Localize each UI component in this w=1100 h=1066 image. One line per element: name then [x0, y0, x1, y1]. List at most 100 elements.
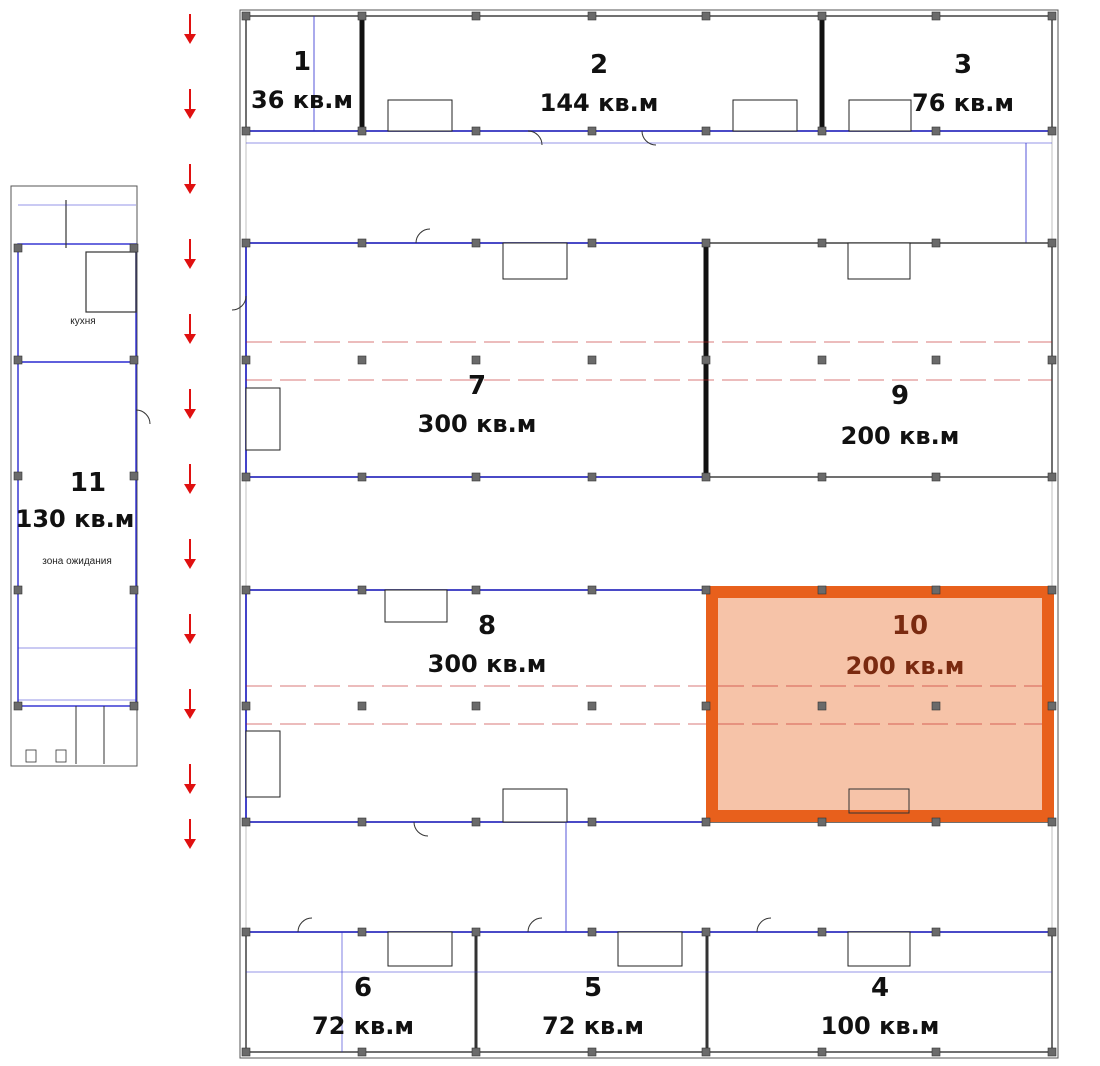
- flow-arrows: [184, 14, 196, 849]
- unit-4-label[interactable]: 4 100 кв.м: [821, 973, 940, 1040]
- unit-number: 8: [478, 611, 496, 641]
- column-marker: [357, 472, 367, 482]
- column-marker: [931, 1047, 941, 1057]
- unit-area: 76 кв.м: [912, 89, 1014, 117]
- column-marker: [931, 817, 941, 827]
- unit-area: 200 кв.м: [841, 422, 960, 450]
- kitchen-label: кухня: [70, 316, 95, 327]
- gate: [847, 931, 911, 967]
- column-marker: [701, 701, 711, 711]
- column-marker: [357, 817, 367, 827]
- arrow-down-icon: [184, 389, 196, 419]
- column-marker: [701, 585, 711, 595]
- gate: [384, 589, 448, 623]
- gate: [245, 387, 281, 451]
- door-icon: [413, 821, 429, 837]
- column-marker: [817, 927, 827, 937]
- unit-9-label[interactable]: 9 200 кв.м: [841, 381, 960, 450]
- unit-3-label[interactable]: 3 76 кв.м: [912, 50, 1014, 117]
- column-marker: [931, 355, 941, 365]
- column-marker: [13, 355, 23, 365]
- unit-1-label[interactable]: 1 36 кв.м: [251, 47, 353, 114]
- door-icon: [135, 409, 151, 425]
- column-marker: [817, 355, 827, 365]
- unit-10-highlight[interactable]: [706, 586, 1054, 822]
- column-marker: [587, 355, 597, 365]
- column-marker: [587, 701, 597, 711]
- column-marker: [1047, 1047, 1057, 1057]
- column-marker: [931, 927, 941, 937]
- unit-6-label[interactable]: 6 72 кв.м: [312, 973, 414, 1040]
- column-marker: [357, 126, 367, 136]
- top-block: [245, 15, 1053, 243]
- column-marker: [471, 472, 481, 482]
- unit-number: 4: [871, 973, 889, 1003]
- column-marker: [587, 1047, 597, 1057]
- column-marker: [817, 238, 827, 248]
- column-marker: [817, 585, 827, 595]
- column-marker: [241, 701, 251, 711]
- column-marker: [1047, 472, 1057, 482]
- unit-area: 144 кв.м: [540, 89, 659, 117]
- column-marker: [1047, 927, 1057, 937]
- room: [85, 251, 137, 313]
- unit-area: 130 кв.м: [16, 505, 135, 533]
- column-marker: [241, 927, 251, 937]
- unit-number: 1: [293, 47, 311, 77]
- unit-number: 3: [954, 50, 972, 80]
- column-marker: [817, 126, 827, 136]
- unit-area: 100 кв.м: [821, 1012, 940, 1040]
- arrow-down-icon: [184, 89, 196, 119]
- column-marker: [1047, 701, 1057, 711]
- column-marker: [587, 472, 597, 482]
- unit-5-label[interactable]: 5 72 кв.м: [542, 973, 644, 1040]
- toilet-icon: [55, 749, 67, 763]
- column-marker: [13, 701, 23, 711]
- arrow-down-icon: [184, 239, 196, 269]
- column-marker: [931, 701, 941, 711]
- column-marker: [931, 472, 941, 482]
- column-marker: [13, 243, 23, 253]
- column-marker: [931, 126, 941, 136]
- column-marker: [471, 126, 481, 136]
- door-icon: [527, 130, 543, 146]
- unit-area: 72 кв.м: [312, 1012, 414, 1040]
- arrow-down-icon: [184, 614, 196, 644]
- unit-area: 200 кв.м: [846, 652, 965, 680]
- arrow-down-icon: [184, 764, 196, 794]
- door-icon: [415, 228, 431, 244]
- column-marker: [1047, 817, 1057, 827]
- gate: [617, 931, 683, 967]
- unit-10-label[interactable]: 10 200 кв.м: [846, 611, 965, 680]
- column-marker: [701, 472, 711, 482]
- structural-columns: [13, 11, 1057, 1057]
- column-marker: [129, 701, 139, 711]
- column-marker: [357, 701, 367, 711]
- column-marker: [471, 238, 481, 248]
- arrow-down-icon: [184, 314, 196, 344]
- unit-labels: 1 36 кв.м 2 144 кв.м 3 76 кв.м 7 300 кв.…: [16, 47, 1014, 1040]
- unit-11-label[interactable]: 11 130 кв.м: [16, 468, 135, 533]
- unit-8-label[interactable]: 8 300 кв.м: [428, 611, 547, 678]
- site-boundary-inner: [245, 15, 1053, 1053]
- door-icon: [756, 917, 772, 933]
- unit-area: 72 кв.м: [542, 1012, 644, 1040]
- column-marker: [931, 238, 941, 248]
- door-icon: [297, 917, 313, 933]
- gate: [848, 788, 910, 814]
- column-marker: [471, 11, 481, 21]
- unit-number: 7: [468, 371, 486, 401]
- column-marker: [129, 471, 139, 481]
- column-marker: [241, 238, 251, 248]
- unit-2-label[interactable]: 2 144 кв.м: [540, 50, 659, 117]
- unit-area: 300 кв.м: [428, 650, 547, 678]
- column-marker: [471, 817, 481, 827]
- arrow-down-icon: [184, 539, 196, 569]
- column-marker: [701, 355, 711, 365]
- column-marker: [357, 355, 367, 365]
- column-marker: [471, 585, 481, 595]
- column-marker: [13, 585, 23, 595]
- column-marker: [587, 126, 597, 136]
- bottom-block: [245, 917, 1053, 1053]
- unit-7-label[interactable]: 7 300 кв.м: [418, 371, 537, 438]
